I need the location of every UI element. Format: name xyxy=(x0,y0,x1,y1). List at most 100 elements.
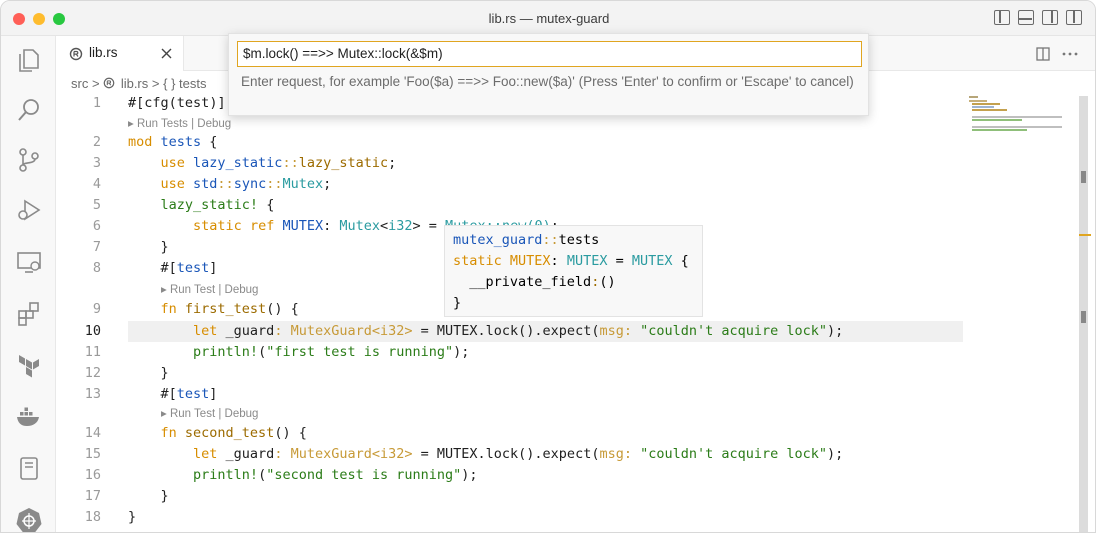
line-code[interactable]: } xyxy=(160,488,169,504)
tab-label: lib.rs xyxy=(89,45,118,60)
toggle-panel-icon[interactable] xyxy=(1018,10,1034,25)
source-control-icon[interactable] xyxy=(15,146,43,174)
hover-field: __private_field:() xyxy=(469,274,616,290)
breadcrumb-separator: > xyxy=(151,76,160,91)
terraform-icon[interactable] xyxy=(15,351,43,379)
line-code[interactable]: fn second_test() { xyxy=(160,425,307,441)
rust-file-icon xyxy=(69,47,83,61)
tab-lib-rs[interactable]: lib.rs xyxy=(56,36,184,71)
line-number: 18 xyxy=(84,509,101,525)
breadcrumb-separator: > xyxy=(91,76,100,91)
docker-icon[interactable] xyxy=(15,402,43,430)
code-line[interactable]: 18} xyxy=(56,507,956,528)
hover-path: mutex_guard::tests xyxy=(453,232,600,248)
hover-close-brace: } xyxy=(453,295,462,311)
explorer-icon[interactable] xyxy=(15,46,43,74)
close-window-button[interactable] xyxy=(13,13,25,25)
line-number: 3 xyxy=(92,155,101,171)
line-code[interactable]: let _guard: MutexGuard<i32> = MUTEX.lock… xyxy=(193,323,844,339)
line-code[interactable]: } xyxy=(128,509,137,525)
ssr-request-input[interactable]: $m.lock() ==>> Mutex::lock(&$m) xyxy=(237,41,862,67)
structural-search-replace-palette: $m.lock() ==>> Mutex::lock(&$m) Enter re… xyxy=(228,33,869,116)
toggle-sidebar-icon[interactable] xyxy=(994,10,1010,25)
code-line[interactable]: 5 lazy_static! { xyxy=(56,195,956,216)
breadcrumb-src[interactable]: src xyxy=(71,76,89,91)
line-number: 12 xyxy=(84,365,101,381)
line-number: 15 xyxy=(84,446,101,462)
code-line[interactable]: 10 let _guard: MutexGuard<i32> = MUTEX.l… xyxy=(56,321,956,342)
code-line[interactable]: 1#[cfg(test)] xyxy=(56,93,956,114)
line-number: 8 xyxy=(92,260,101,276)
activity-bar xyxy=(1,36,56,533)
codelens-run-test[interactable]: ▸ Run Test | Debug xyxy=(161,408,259,420)
minimap[interactable] xyxy=(962,96,1079,196)
minimize-window-button[interactable] xyxy=(33,13,45,25)
hover-tooltip: mutex_guard::tests static MUTEX: MUTEX =… xyxy=(444,225,703,317)
line-code[interactable]: } xyxy=(160,239,169,255)
code-line[interactable]: 7 } xyxy=(56,237,956,258)
line-number: 14 xyxy=(84,425,101,441)
code-line[interactable]: 3 use lazy_static::lazy_static; xyxy=(56,153,956,174)
line-code[interactable]: mod tests { xyxy=(128,134,218,150)
editor-area[interactable]: src > lib.rs > { } tests 1#[cfg(test)] 2 m… xyxy=(56,71,1095,532)
code-line[interactable]: 2 mod tests { xyxy=(56,132,956,153)
toggle-secondary-sidebar-icon[interactable] xyxy=(1042,10,1058,25)
line-number: 5 xyxy=(92,197,101,213)
code-line[interactable]: 13 #[test] xyxy=(56,384,956,405)
current-line-highlight xyxy=(128,321,963,342)
window-title: lib.rs — mutex-guard xyxy=(488,11,610,26)
breadcrumb-file[interactable]: lib.rs xyxy=(120,76,149,91)
close-tab-icon[interactable] xyxy=(161,48,172,59)
run-debug-icon[interactable] xyxy=(15,196,43,224)
line-code[interactable]: lazy_static! { xyxy=(160,197,275,213)
code-line[interactable]: 8 #[test] xyxy=(56,258,956,279)
code-line[interactable]: 16 println!("second test is running"); xyxy=(56,465,956,486)
line-number: 11 xyxy=(84,344,101,360)
codelens-run-test[interactable]: ▸ Run Test | Debug xyxy=(161,284,259,296)
line-code[interactable]: println!("first test is running"); xyxy=(193,344,470,360)
line-code[interactable]: use std::sync::Mutex; xyxy=(160,176,332,192)
code-line[interactable]: 17 } xyxy=(56,486,956,507)
line-code[interactable]: use lazy_static::lazy_static; xyxy=(160,155,397,171)
kubernetes-icon[interactable] xyxy=(15,506,43,533)
line-code[interactable]: fn first_test() { xyxy=(160,301,299,317)
extensions-icon[interactable] xyxy=(15,299,43,327)
zoom-window-button[interactable] xyxy=(53,13,65,25)
split-editor-icon[interactable] xyxy=(1036,47,1050,61)
code-line[interactable]: 9 fn first_test() { xyxy=(56,299,956,320)
rust-file-icon xyxy=(103,76,117,91)
codelens-run-tests[interactable]: ▸ Run Tests | Debug xyxy=(128,118,232,130)
line-number: 7 xyxy=(92,239,101,255)
code-line[interactable]: 12 } xyxy=(56,363,956,384)
breadcrumb-module[interactable]: { } tests xyxy=(163,76,207,91)
line-code[interactable]: println!("second test is running"); xyxy=(193,467,478,483)
line-code[interactable]: let _guard: MutexGuard<i32> = MUTEX.lock… xyxy=(193,446,844,462)
code-line[interactable]: 11 println!("first test is running"); xyxy=(56,342,956,363)
line-number: 17 xyxy=(84,488,101,504)
line-code[interactable]: #[test] xyxy=(160,260,218,276)
breadcrumb: src > lib.rs > { } tests xyxy=(71,76,206,91)
remote-explorer-icon[interactable] xyxy=(15,248,43,276)
vertical-scrollbar[interactable] xyxy=(1079,96,1091,532)
line-number: 10 xyxy=(84,323,101,339)
customize-layout-icon[interactable] xyxy=(1066,10,1082,25)
code-line[interactable]: 15 let _guard: MutexGuard<i32> = MUTEX.l… xyxy=(56,444,956,465)
line-code[interactable]: #[cfg(test)] xyxy=(128,95,226,111)
title-bar: lib.rs — mutex-guard xyxy=(1,1,1095,36)
line-number: 13 xyxy=(84,386,101,402)
line-number: 2 xyxy=(92,134,101,150)
code-line[interactable]: 4 use std::sync::Mutex; xyxy=(56,174,956,195)
more-actions-icon[interactable] xyxy=(1062,52,1078,56)
search-icon[interactable] xyxy=(15,96,43,124)
line-number: 9 xyxy=(92,301,101,317)
code-line[interactable]: 14 fn second_test() { xyxy=(56,423,956,444)
hover-signature: static MUTEX: MUTEX = MUTEX { xyxy=(453,253,689,269)
line-number: 16 xyxy=(84,467,101,483)
ssr-help-text: Enter request, for example 'Foo($a) ==>>… xyxy=(241,74,854,89)
line-code[interactable]: #[test] xyxy=(160,386,218,402)
notebook-icon[interactable] xyxy=(15,454,43,482)
line-code[interactable]: } xyxy=(160,365,169,381)
line-number: 4 xyxy=(92,176,101,192)
line-number: 6 xyxy=(92,218,101,234)
